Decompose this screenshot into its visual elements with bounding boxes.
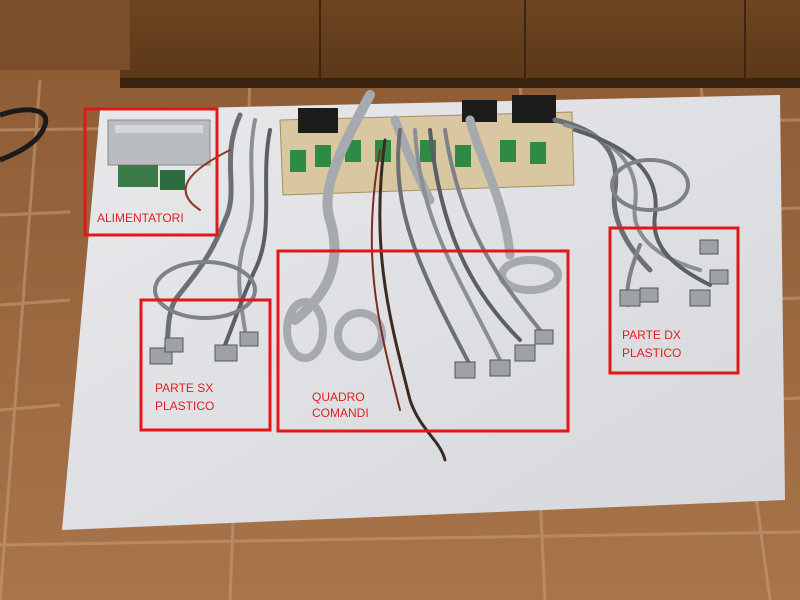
label-parte-dx-line2: PLASTICO (622, 346, 682, 360)
wiring-harness (153, 90, 712, 462)
wooden-cabinet (120, 0, 800, 82)
label-quadro-line1: QUADRO (312, 390, 365, 404)
label-parte-sx-line1: PARTE SX (155, 381, 214, 395)
power-supply-unit (107, 119, 211, 190)
box-alimentatori (83, 107, 219, 237)
box-quadro (276, 249, 570, 433)
label-alimentatori: ALIMENTATORI (97, 211, 184, 225)
box-parte-sx (139, 298, 272, 432)
label-parte-sx-line2: PLASTICO (155, 399, 215, 413)
annotation-boxes (83, 107, 740, 433)
white-board (62, 95, 785, 530)
box-parte-dx (608, 226, 740, 375)
floor-cable (0, 107, 49, 163)
label-quadro-line2: COMANDI (312, 406, 369, 420)
label-parte-dx-line1: PARTE DX (622, 328, 681, 342)
connectors (149, 239, 729, 379)
